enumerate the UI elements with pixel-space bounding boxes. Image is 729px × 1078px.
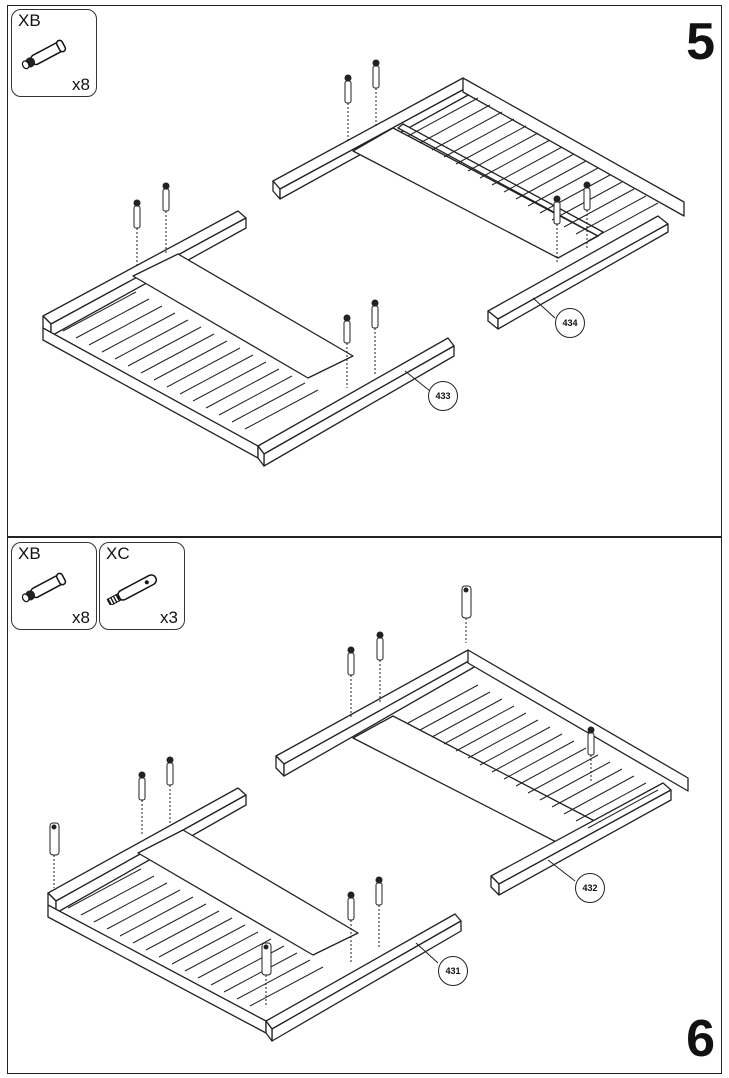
dowel-pin-icon — [583, 181, 591, 249]
hardware-box-xc: XC x3 — [99, 542, 185, 630]
dowel-pin-icon — [347, 891, 355, 963]
hardware-code: XB — [18, 544, 41, 563]
hardware-box-xb: XB x8 — [11, 542, 97, 630]
hardware-qty: x3 — [160, 608, 178, 627]
step-5-panel: XB x8 5 — [7, 5, 722, 537]
frame-433 — [42, 210, 455, 467]
frame-434 — [272, 77, 685, 330]
bolt-icon — [461, 585, 472, 643]
part-callout-434: 434 — [555, 308, 585, 338]
hardware-qty: x8 — [72, 608, 90, 627]
dowel-pin-icon — [553, 195, 561, 264]
dowel-pin-icon — [371, 299, 379, 374]
step-5-drawing — [42, 59, 685, 467]
dowel-pin-icon — [138, 771, 146, 836]
dowel-pin-icon — [587, 726, 595, 783]
hardware-box-xb: XB x8 — [11, 9, 97, 97]
dowel-pin-icon — [375, 876, 383, 948]
bolt-icon — [49, 822, 60, 888]
dowel-pin-icon — [344, 74, 352, 141]
dowel-pin-icon — [162, 182, 170, 254]
step-6-drawing — [47, 585, 689, 1042]
part-callout-433: 433 — [428, 381, 458, 411]
dowel-pins — [133, 59, 591, 392]
hardware-code: XB — [18, 11, 41, 30]
step-number: 6 — [686, 1010, 715, 1068]
step-6-panel: XB x8 XC x3 6 — [7, 537, 722, 1074]
dowel-pin-icon — [133, 199, 141, 268]
bolt-icon — [261, 942, 272, 1006]
hardware-code: XC — [106, 544, 130, 563]
dowel-pin-icon — [347, 646, 355, 718]
dowel-pin-icon — [166, 756, 174, 823]
dowel-pin-icon — [343, 314, 351, 388]
dowel-pin-icon — [21, 572, 67, 603]
dowel-pin-icon — [21, 39, 67, 70]
dowel-pin-icon — [372, 59, 380, 128]
dowel-pin-icon — [376, 631, 384, 703]
dowel-pins — [49, 585, 595, 1006]
step-number: 5 — [686, 13, 715, 71]
part-callout-431: 431 — [438, 956, 468, 986]
bolt-icon — [106, 574, 157, 605]
hardware-qty: x8 — [72, 75, 90, 94]
part-callout-432: 432 — [575, 873, 605, 903]
